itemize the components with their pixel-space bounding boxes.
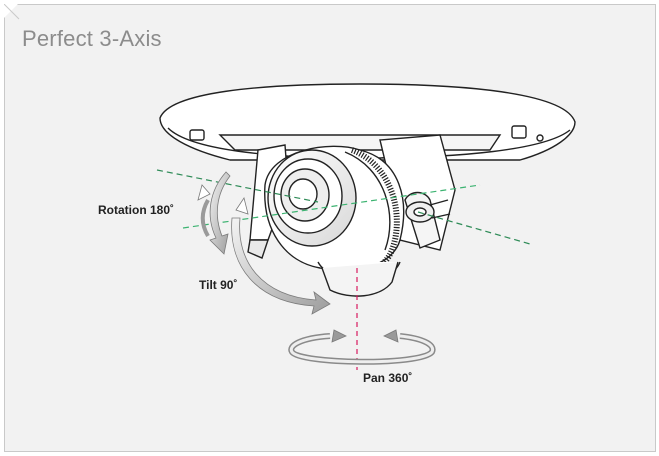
pan-label: Pan 360˚ bbox=[363, 371, 413, 385]
card-corner-notch bbox=[4, 4, 20, 20]
tilt-arrow-icon bbox=[231, 197, 331, 315]
rotation-axis-line bbox=[156, 169, 319, 203]
mount-plate bbox=[159, 83, 576, 161]
card-title: Perfect 3-Axis bbox=[22, 26, 162, 51]
pan-arrow-icon bbox=[288, 329, 436, 365]
tilt-label: Tilt 90˚ bbox=[199, 278, 238, 292]
rotation-arrow-icon bbox=[197, 171, 231, 255]
camera-lens bbox=[267, 149, 357, 247]
rotation-label: Rotation 180˚ bbox=[98, 203, 175, 217]
